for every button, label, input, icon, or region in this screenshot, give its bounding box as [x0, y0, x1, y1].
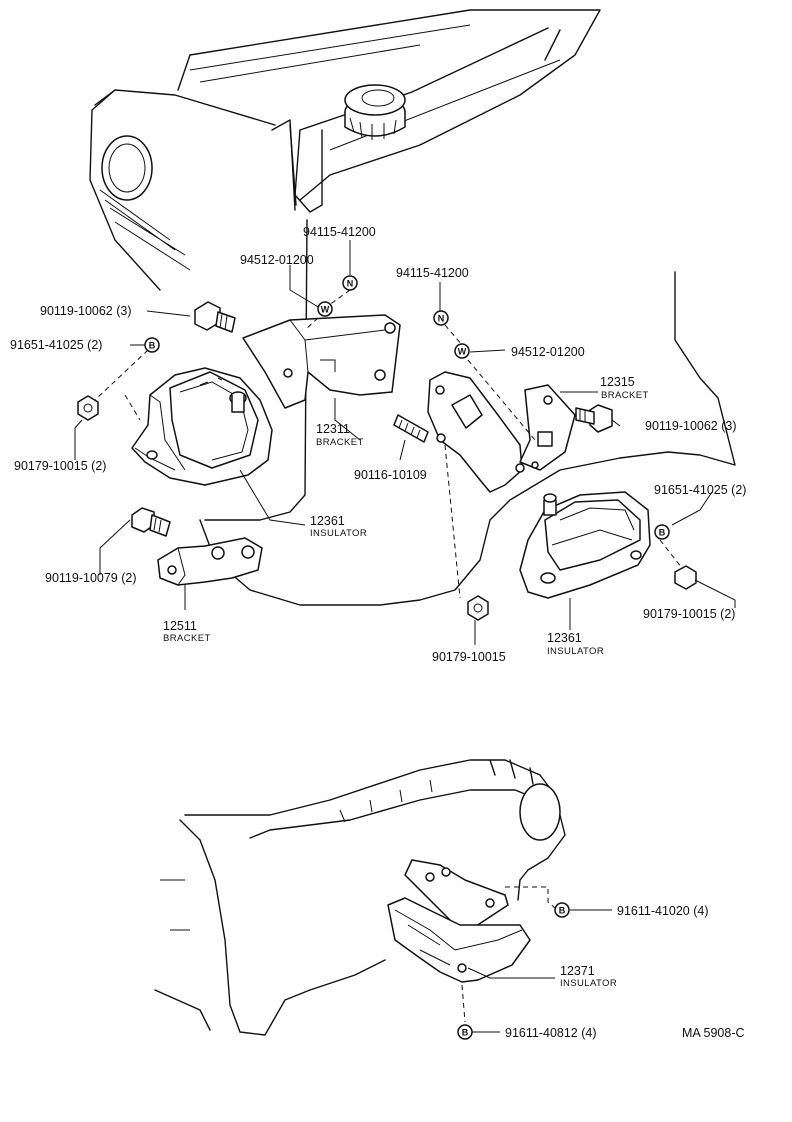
marker-n-icon: N: [342, 275, 358, 291]
part-number-label: 12361: [310, 514, 345, 528]
marker-b-icon: B: [554, 902, 570, 918]
nut-90179-10015-center: [467, 595, 489, 621]
marker-n-icon: N: [433, 310, 449, 326]
marker-b-icon: B: [654, 524, 670, 540]
svg-text:B: B: [559, 906, 566, 916]
part-number-label: 12315: [600, 375, 635, 389]
part-number-label: 90119-10079 (2): [45, 571, 137, 585]
insulator-12361-right: [519, 491, 651, 599]
marker-w-icon: W: [317, 301, 333, 317]
part-number-label: 91611-40812 (4): [505, 1026, 597, 1040]
marker-b-icon: B: [144, 337, 160, 353]
part-name-label: BRACKET: [316, 437, 364, 448]
bolt-90119-10079: [131, 507, 171, 537]
bracket-12511: [157, 537, 263, 586]
part-number-label: 12311: [316, 422, 350, 436]
part-number-label: 94115-41200: [303, 225, 376, 239]
part-number-label: 94512-01200: [511, 345, 585, 359]
insulator-12371: [387, 859, 531, 983]
nut-90179-10015-right: [674, 565, 697, 590]
svg-text:W: W: [458, 347, 467, 357]
part-name-label: INSULATOR: [547, 646, 604, 657]
bracket-12315: [427, 371, 576, 493]
part-number-label: 90119-10062 (3): [645, 419, 737, 433]
svg-text:B: B: [149, 341, 156, 351]
bracket-12311: [242, 314, 401, 409]
svg-text:B: B: [462, 1028, 469, 1038]
part-number-label: 90179-10015: [432, 650, 506, 664]
part-number-label: 91651-41025 (2): [654, 483, 746, 497]
marker-w-icon: W: [454, 343, 470, 359]
svg-text:W: W: [321, 305, 330, 315]
part-number-label: 94512-01200: [240, 253, 314, 267]
svg-text:N: N: [438, 314, 445, 324]
part-number-label: 12361: [547, 631, 582, 645]
marker-b-icon: B: [457, 1024, 473, 1040]
transmission-illustration: [154, 759, 566, 1036]
part-number-label: 90179-10015 (2): [14, 459, 106, 473]
bolt-90119-10062-left: [194, 301, 236, 333]
insulator-12361-left: [131, 367, 273, 486]
diagram-code: MA 5908-C: [682, 1026, 745, 1040]
bolt-90119-10062-right: [575, 404, 613, 433]
part-name-label: INSULATOR: [310, 528, 367, 539]
part-name-label: INSULATOR: [560, 978, 617, 989]
svg-text:N: N: [347, 279, 354, 289]
part-number-label: 12511: [163, 619, 197, 633]
part-number-label: 90119-10062 (3): [40, 304, 132, 318]
engine-block-illustration: [89, 9, 736, 606]
svg-text:B: B: [659, 528, 666, 538]
part-number-label: 12371: [560, 964, 595, 978]
part-name-label: BRACKET: [163, 633, 211, 644]
nut-90179-10015-left: [77, 395, 99, 421]
part-labels: 94115-41200 94512-01200 94115-41200 9011…: [10, 225, 746, 1040]
part-number-label: 90116-10109: [354, 468, 427, 482]
part-name-label: BRACKET: [601, 390, 649, 401]
part-number-label: 90179-10015 (2): [643, 607, 735, 621]
part-number-label: 91611-41020 (4): [617, 904, 709, 918]
part-number-label: 94115-41200: [396, 266, 469, 280]
leader-lines: [74, 240, 736, 1033]
stud-90116-10109: [393, 414, 429, 443]
part-number-label: 91651-41025 (2): [10, 338, 102, 352]
